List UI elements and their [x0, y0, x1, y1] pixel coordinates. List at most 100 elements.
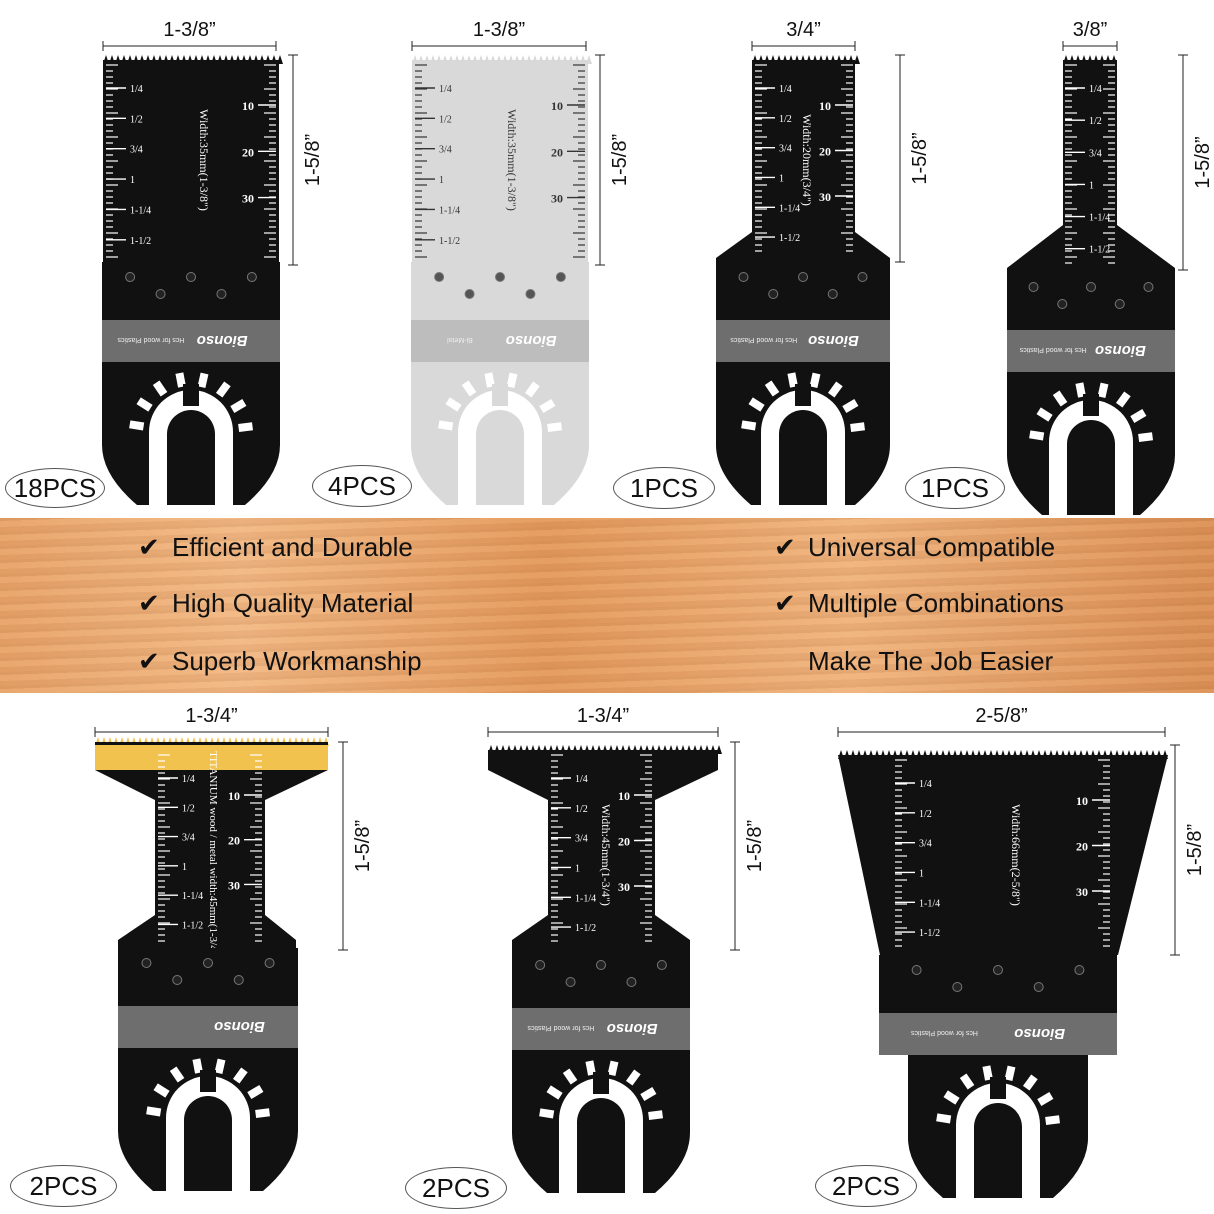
mm-tick-label: 10 — [618, 789, 630, 803]
mount-hole — [1033, 982, 1044, 992]
universal-mount-cutout — [149, 390, 233, 505]
mm-tick-label: 30 — [228, 878, 240, 892]
inch-tick-label: 1-1/4 — [575, 893, 596, 904]
mount-slot — [539, 398, 556, 414]
mount-hole — [952, 982, 963, 992]
mount-hole — [911, 965, 922, 975]
height-label: 1-5/8” — [352, 820, 374, 872]
checkmark-icon: ✔ — [138, 646, 160, 676]
width-label: 3/8” — [1073, 19, 1107, 41]
checkmark-icon: ✔ — [138, 588, 160, 618]
mount-plate — [879, 955, 1117, 1013]
mount-slot — [1075, 382, 1086, 398]
height-label: 1-5/8” — [909, 132, 931, 184]
mount-hole — [626, 977, 637, 987]
mount-hole — [264, 958, 275, 968]
mount-slot — [640, 1086, 657, 1102]
inch-tick-label: 1/4 — [182, 774, 195, 785]
mount-slot — [809, 372, 821, 389]
mount-slot — [215, 381, 231, 398]
mount-hole — [1114, 299, 1125, 309]
mount-slot — [562, 1068, 578, 1085]
universal-mount-cutout — [559, 1078, 643, 1193]
quantity-badge: 2PCS — [815, 1165, 917, 1207]
mount-slot — [230, 398, 247, 414]
mount-hole — [186, 272, 196, 282]
quantity-badge: 1PCS — [613, 467, 715, 509]
inch-tick-label: 1-1/2 — [130, 236, 151, 247]
saw-blade-7: 1/41/23/411-1/41-1/2102030Width:66mm(2-5… — [837, 705, 1206, 1198]
blade-shank — [118, 1048, 298, 1191]
mm-tick-label: 10 — [551, 99, 563, 113]
mount-slot — [1052, 390, 1068, 407]
mount-hole — [993, 965, 1003, 975]
mount-slot — [1037, 1091, 1054, 1107]
inch-tick-label: 3/4 — [575, 834, 588, 845]
mount-hole — [768, 289, 779, 299]
blade-shank — [411, 362, 589, 505]
brand-band — [512, 1008, 690, 1050]
inch-tick-label: 1 — [779, 173, 784, 184]
inch-tick-label: 1/2 — [575, 804, 588, 815]
blade-width-imprint: Width:45mm(1-3/4") — [599, 804, 613, 906]
inch-tick-label: 1 — [182, 862, 187, 873]
inch-tick-label: 1 — [575, 863, 580, 874]
mount-slot — [247, 1084, 264, 1100]
inch-tick-label: 1-1/4 — [919, 898, 940, 909]
mount-hole — [233, 975, 244, 985]
feature-item: ✔Multiple Combinations — [774, 588, 1064, 619]
inch-tick-label: 1/4 — [779, 84, 792, 95]
mount-slot — [445, 397, 462, 412]
blade-body — [103, 60, 279, 262]
band-text: Hcs for wood Plastics — [730, 336, 797, 343]
mount-plate — [118, 948, 298, 1006]
feature-item: ✔High Quality Material — [138, 588, 413, 619]
mount-slot — [192, 1058, 203, 1074]
mount-slot — [169, 1066, 185, 1083]
inch-tick-label: 3/4 — [919, 839, 932, 850]
mount-slot — [1029, 430, 1045, 441]
brand-band — [879, 1013, 1117, 1055]
brand-logo: Bionso — [808, 332, 859, 349]
mm-tick-label: 20 — [551, 145, 563, 159]
mount-plate — [102, 262, 280, 320]
quantity-badge: 2PCS — [10, 1165, 117, 1207]
band-text: Hcs for wood Plastics — [911, 1029, 978, 1036]
inch-tick-label: 1-1/2 — [439, 236, 460, 247]
width-label: 1-3/8” — [163, 19, 215, 41]
mount-slot — [1036, 407, 1053, 422]
mount-slot — [238, 422, 254, 432]
height-label: 1-5/8” — [1184, 824, 1206, 876]
mount-slot — [607, 1060, 619, 1077]
inch-tick-label: 1/2 — [130, 114, 143, 125]
inch-tick-label: 1/2 — [1089, 116, 1102, 127]
mm-tick-label: 30 — [618, 880, 630, 894]
mount-slot — [764, 380, 780, 397]
mount-slot — [152, 380, 168, 397]
mm-tick-label: 20 — [228, 834, 240, 848]
inch-tick-label: 1 — [439, 175, 444, 186]
mount-hole — [596, 960, 606, 970]
mount-plate — [716, 262, 890, 320]
mount-slot — [1022, 1074, 1038, 1091]
mount-hole — [565, 977, 576, 987]
mount-slot — [546, 1085, 563, 1100]
inch-tick-label: 1/4 — [575, 774, 588, 785]
mount-slot — [585, 1060, 596, 1076]
mount-notch — [1083, 394, 1099, 416]
blade-body — [412, 60, 588, 262]
saw-blade-1: 1/41/23/411-1/41-1/2102030Width:35mm(1-3… — [102, 19, 324, 505]
mount-hole — [434, 272, 445, 282]
inch-tick-label: 1/4 — [130, 84, 143, 95]
blade-shank — [102, 362, 280, 505]
inch-tick-label: 3/4 — [130, 145, 143, 156]
blade-shank — [1007, 372, 1175, 515]
mount-slot — [943, 1090, 960, 1105]
mount-notch — [200, 1070, 216, 1092]
brand-logo: Bionso — [506, 332, 557, 349]
inch-tick-label: 1-1/4 — [182, 891, 203, 902]
blade-shank — [908, 1055, 1088, 1198]
mount-slot — [197, 372, 209, 389]
